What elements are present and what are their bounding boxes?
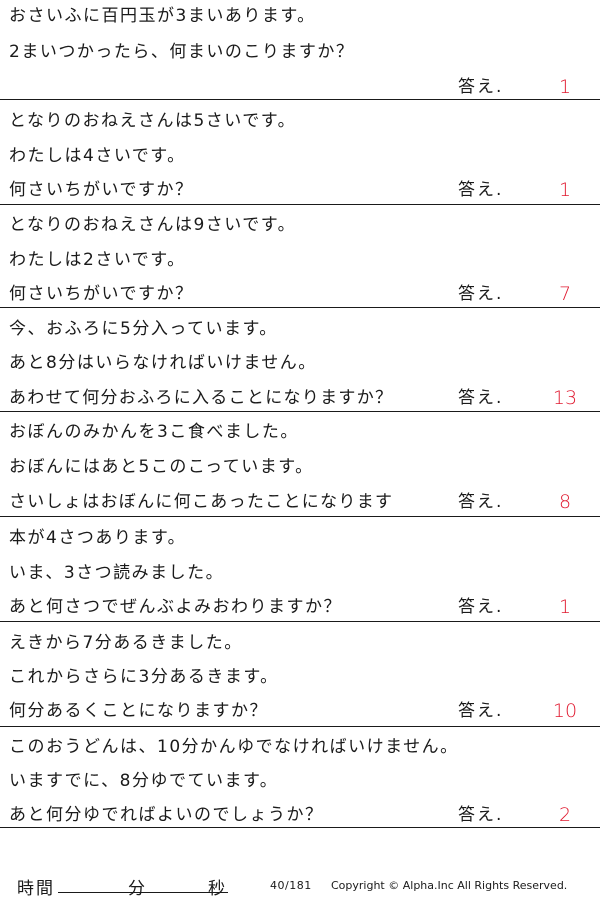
answer-value: 1 xyxy=(558,596,572,618)
problem-2: となりのおねえさんは5さいです。 わたしは4さいです。 何さいちがいですか？ 答… xyxy=(0,100,600,205)
problem-line: 今、おふろに5分入っています。 xyxy=(9,319,278,339)
problem-line: となりのおねえさんは9さいです。 xyxy=(9,215,297,235)
answer-label: 答え. xyxy=(458,492,504,512)
minute-label: 分 xyxy=(128,879,145,899)
answer-label: 答え. xyxy=(458,597,504,617)
answer-label: 答え. xyxy=(458,701,504,721)
copyright: Copyright © Alpha.Inc All Rights Reserve… xyxy=(331,879,568,892)
problem-line: おぼんにはあと5このこっています。 xyxy=(9,457,314,477)
problem-line: おさいふに百円玉が3まいあります。 xyxy=(9,6,316,26)
problem-line: このおうどんは、10分かんゆでなければいけません。 xyxy=(9,737,459,757)
answer-label: 答え. xyxy=(458,180,504,200)
answer-label: 答え. xyxy=(458,805,504,825)
problem-line: これからさらに3分あるきます。 xyxy=(9,667,279,687)
page-count: 40/181 xyxy=(270,879,312,892)
problem-line: となりのおねえさんは5さいです。 xyxy=(9,111,297,131)
problem-line: あわせて何分おふろに入ることになりますか？ xyxy=(9,388,394,408)
problem-line: さいしょはおぼんに何こあったことになります xyxy=(9,492,394,512)
problem-line: いますでに、8分ゆでています。 xyxy=(9,771,279,791)
problem-line: いま、3さつ読みました。 xyxy=(9,563,225,583)
problem-line: おぼんのみかんを3こ食べました。 xyxy=(9,422,299,442)
second-label: 秒 xyxy=(208,879,225,899)
problem-line: えきから7分あるきました。 xyxy=(9,633,243,653)
answer-value: 10 xyxy=(552,700,578,722)
problem-line: あと何分ゆでればよいのでしょうか？ xyxy=(9,805,324,825)
problem-line: あと何さつでぜんぶよみおわりますか？ xyxy=(9,597,342,617)
time-blank-line[interactable] xyxy=(58,892,228,893)
answer-label: 答え. xyxy=(458,284,504,304)
answer-value: 1 xyxy=(558,76,572,98)
problem-line: わたしは4さいです。 xyxy=(9,146,186,166)
answer-value: 7 xyxy=(558,283,572,305)
footer: 時間 分 秒 40/181 Copyright © Alpha.Inc All … xyxy=(0,868,600,899)
problem-5: おぼんのみかんを3こ食べました。 おぼんにはあと5このこっています。 さいしょは… xyxy=(0,412,600,517)
problem-line: 本が4さつあります。 xyxy=(9,528,187,548)
problem-7: えきから7分あるきました。 これからさらに3分あるきます。 何分あるくことになり… xyxy=(0,622,600,727)
answer-value: 13 xyxy=(552,387,578,409)
problem-6: 本が4さつあります。 いま、3さつ読みました。 あと何さつでぜんぶよみおわります… xyxy=(0,517,600,622)
answer-label: 答え. xyxy=(458,77,504,97)
problem-4: 今、おふろに5分入っています。 あと8分はいらなければいけません。 あわせて何分… xyxy=(0,308,600,412)
problem-1: おさいふに百円玉が3まいあります。 2まいつかったら、何まいのこりますか？ 答え… xyxy=(0,0,600,100)
answer-value: 8 xyxy=(558,491,572,513)
problem-line: 何分あるくことになりますか？ xyxy=(9,701,268,721)
answer-value: 1 xyxy=(558,179,572,201)
problem-list: おさいふに百円玉が3まいあります。 2まいつかったら、何まいのこりますか？ 答え… xyxy=(0,0,600,828)
problem-8: このおうどんは、10分かんゆでなければいけません。 いますでに、8分ゆでています… xyxy=(0,727,600,828)
time-label: 時間 xyxy=(17,879,55,899)
problem-line: 何さいちがいですか？ xyxy=(9,180,194,200)
problem-line: 2まいつかったら、何まいのこりますか？ xyxy=(9,42,355,62)
problem-line: わたしは2さいです。 xyxy=(9,250,186,270)
answer-value: 2 xyxy=(558,804,572,826)
answer-label: 答え. xyxy=(458,388,504,408)
problem-line: 何さいちがいですか？ xyxy=(9,284,194,304)
problem-line: あと8分はいらなければいけません。 xyxy=(9,353,317,373)
problem-3: となりのおねえさんは9さいです。 わたしは2さいです。 何さいちがいですか？ 答… xyxy=(0,205,600,308)
